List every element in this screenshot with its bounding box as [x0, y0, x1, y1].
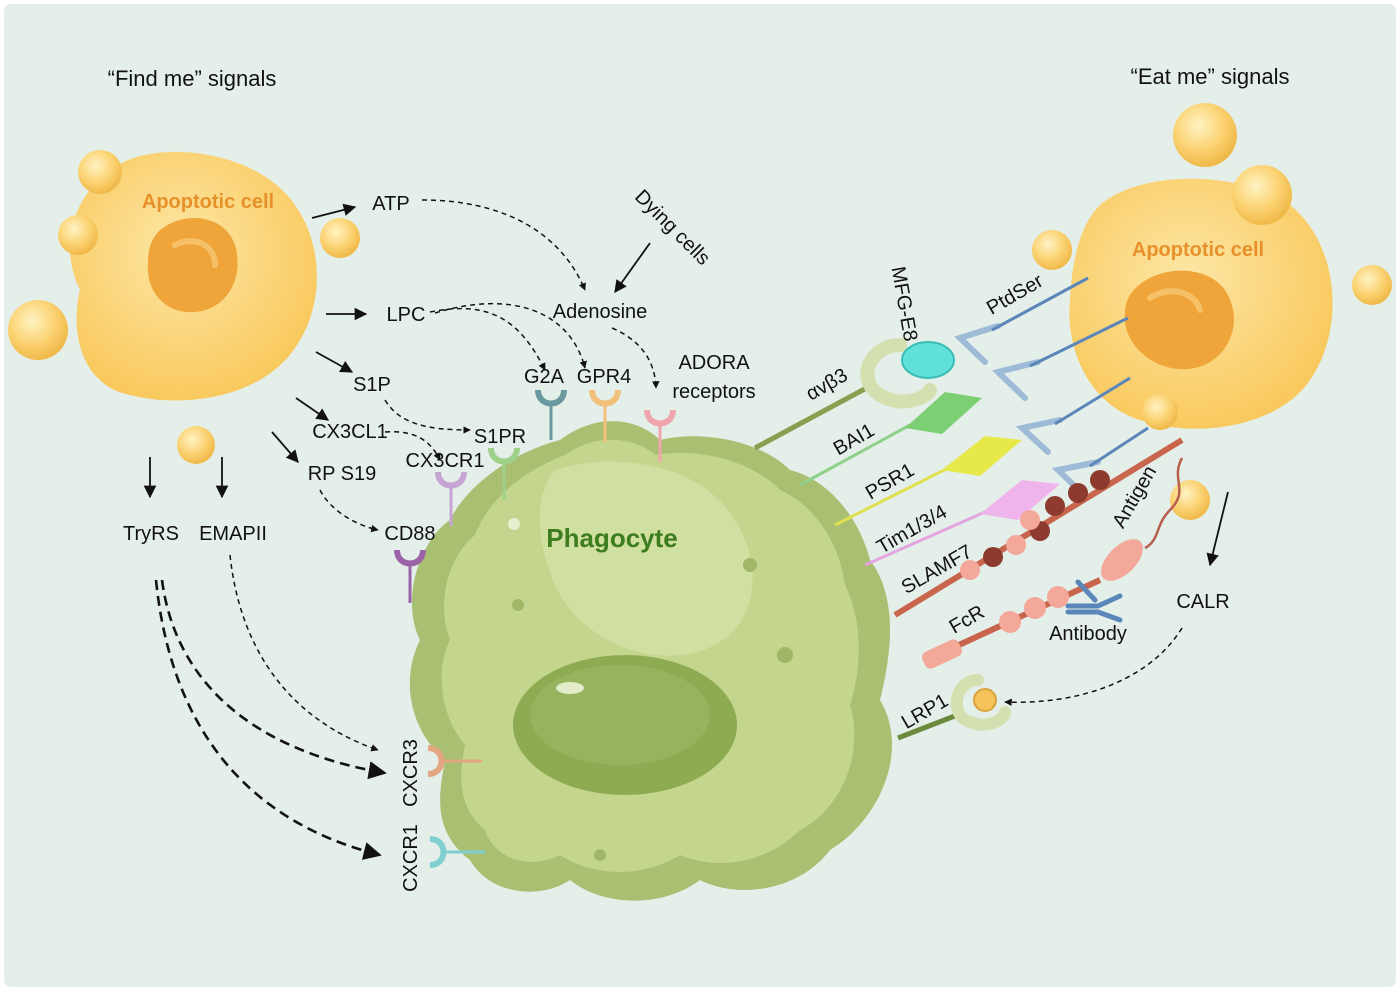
- calr-arrow: [1206, 491, 1229, 567]
- emapii-label: EMAPII: [199, 523, 267, 545]
- lpc-label: LPC: [387, 304, 426, 326]
- cd88-label: CD88: [384, 523, 435, 545]
- adenosine-label: Adenosine: [553, 301, 648, 323]
- mfge8-bridge: [901, 341, 955, 379]
- antibody-label: Antibody: [1049, 623, 1127, 645]
- lrp1-receptor: [897, 674, 1011, 741]
- receptor-s1pr: [488, 447, 520, 500]
- tim-receptor: [864, 480, 1060, 567]
- cxcr3-label: CXCR3: [400, 739, 422, 807]
- tryrs-dashed-arrows: [154, 579, 387, 860]
- gpr4-label: GPR4: [577, 366, 631, 388]
- rps19-label: RP S19: [308, 463, 377, 485]
- tryrs-label: TryRS: [123, 523, 179, 545]
- apoptotic-cell-right: [1032, 103, 1392, 520]
- slamf7-receptor: [893, 437, 1184, 618]
- phagocyte-cell: [409, 421, 892, 901]
- receptor-cd88: [394, 549, 426, 603]
- adora-label-line2: receptors: [672, 381, 755, 403]
- receptor-g2a: [535, 389, 567, 440]
- calr-label: CALR: [1176, 591, 1229, 613]
- s1p-label: S1P: [353, 374, 391, 396]
- eat-me-title: “Eat me” signals: [1131, 64, 1290, 89]
- receptor-cxcr1: [429, 836, 485, 868]
- apoptotic-cell-right-label: Apoptotic cell: [1132, 239, 1264, 261]
- find-me-arrows: [143, 203, 651, 499]
- avb3-integrin: [753, 338, 937, 451]
- bai1-receptor: [799, 392, 982, 487]
- apoptotic-cell-left: [8, 150, 360, 464]
- find-me-dashed-arrows: [229, 199, 1183, 752]
- receptor-adora: [644, 409, 676, 462]
- atp-label: ATP: [372, 193, 409, 215]
- find-me-title: “Find me” signals: [108, 66, 277, 91]
- adora-label-line1: ADORA: [678, 352, 750, 374]
- ptdser-stems: [991, 276, 1149, 468]
- fcr-receptor: [922, 577, 1102, 669]
- cxcr1-label: CXCR1: [400, 824, 422, 892]
- apoptotic-cell-left-label: Apoptotic cell: [142, 191, 274, 213]
- psr1-receptor: [834, 436, 1022, 527]
- receptor-cxcr3: [427, 745, 482, 777]
- s1pr-label: S1PR: [474, 426, 526, 448]
- receptor-cx3cr1: [435, 471, 467, 526]
- g2a-label: G2A: [524, 366, 565, 388]
- antibody: [1065, 579, 1123, 623]
- cx3cr1-label: CX3CR1: [406, 450, 485, 472]
- cx3cl1-label: CX3CL1: [312, 421, 388, 443]
- antigen: [1101, 457, 1184, 581]
- receptor-gpr4: [589, 389, 621, 442]
- phagocyte-label: Phagocyte: [546, 523, 678, 553]
